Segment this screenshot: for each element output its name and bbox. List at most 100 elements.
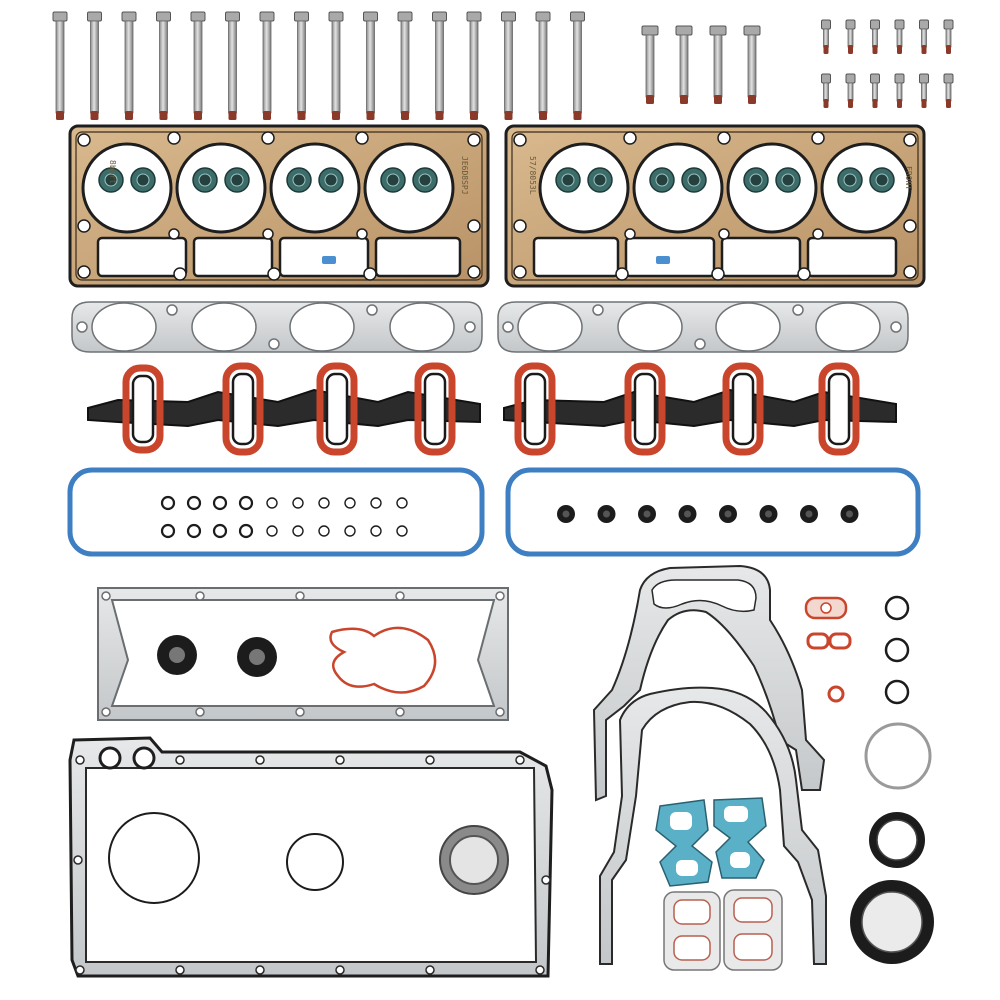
valve-stem-seal: [837, 167, 863, 193]
valve-cover-grommet: [800, 505, 818, 523]
egr-gasket: [804, 596, 848, 620]
head-bolt: [156, 11, 171, 120]
gasket-stamp-right: JE6D8SPJ: [460, 156, 469, 195]
head-bolt: [259, 11, 275, 120]
head-bolt: [432, 11, 447, 120]
bolt-small: [943, 73, 954, 108]
bolt-small: [894, 73, 905, 108]
valve-cover-grommet: [638, 505, 656, 523]
oring: [396, 525, 408, 537]
blue-tab-marker: [322, 256, 336, 264]
front-crank-seal: [850, 880, 934, 964]
rear-cover-gasket: [592, 564, 826, 802]
oring: [370, 497, 382, 509]
oring: [266, 525, 278, 537]
fuel-rail-orings: [806, 632, 852, 650]
valve-stem-seal: [555, 167, 581, 193]
oring: [396, 497, 408, 509]
head-bolt: [363, 11, 378, 120]
oil-pump-gasket: [329, 626, 437, 694]
bolt-small: [943, 19, 954, 54]
small-bolts-group: [821, 19, 954, 108]
oring: [266, 497, 278, 509]
head-bolt: [535, 11, 551, 120]
cam-seal-right: [237, 637, 277, 677]
valve-cover-gasket-left: [67, 467, 485, 557]
oring: [212, 523, 228, 539]
oring: [212, 495, 228, 511]
valve-stem-seal: [743, 167, 769, 193]
valve-cover-grommet: [678, 505, 697, 523]
head-bolt: [87, 11, 102, 120]
valve-cover-grommet: [719, 505, 737, 523]
head-bolt: [294, 11, 309, 120]
gasket-stamp-right: FRONT: [904, 166, 913, 190]
head-bolt-medium: [675, 25, 693, 104]
large-steel-ring: [864, 722, 932, 790]
head-bolt: [190, 11, 206, 120]
valve-cover-grommet: [597, 505, 616, 523]
bolt-small: [821, 19, 831, 54]
head-bolt: [397, 11, 413, 120]
valve-cover-grommets-right: [557, 505, 859, 523]
cam-seal-left: [157, 635, 197, 675]
oring: [186, 495, 202, 511]
head-bolt: [225, 11, 240, 120]
cylinder-head-gasket-right: 57/8053L FRONT: [504, 124, 926, 288]
rubber-orings-column: [884, 595, 910, 705]
long-head-bolts-group: [52, 11, 585, 120]
gasket-stamp-left: 57/8053L: [528, 156, 537, 195]
gasket-stamp-left: 8b0rt: [108, 160, 117, 184]
head-bolt-medium: [641, 25, 659, 104]
head-bolt-medium: [743, 25, 761, 104]
valve-stem-seal: [130, 167, 156, 193]
small-copper-washer: [827, 685, 845, 703]
bolt-small: [845, 19, 856, 54]
exhaust-manifold-gasket-left: [71, 301, 483, 353]
valve-stem-seal: [775, 167, 801, 193]
valve-cover-grommet: [840, 505, 859, 523]
oring: [238, 495, 254, 511]
intake-manifold-gasket-right: [503, 362, 897, 456]
valve-stem-seal: [286, 167, 312, 193]
medium-head-bolts-group: [641, 25, 761, 104]
spark-plug-orings-left: [160, 495, 408, 539]
valve-stem-seal: [412, 167, 438, 193]
head-bolt: [121, 11, 137, 120]
lifter-valley-gasket: [97, 587, 509, 721]
exhaust-manifold-gasket-right: [497, 301, 909, 353]
head-bolt: [52, 11, 68, 120]
valve-stem-seal: [869, 167, 895, 193]
thermostat-gasket-right: [723, 889, 783, 971]
oring: [318, 497, 330, 509]
valve-stem-seal: [649, 167, 675, 193]
bolt-small: [894, 19, 905, 54]
valve-cover-grommet: [759, 505, 778, 523]
oil-filter-adapter-seal: [98, 746, 156, 770]
cylinder-head-gasket-left: 8b0rt JE6D8SPJ: [68, 124, 490, 288]
head-bolt: [501, 11, 516, 120]
bolt-small: [870, 73, 880, 108]
oring: [160, 495, 176, 511]
valve-cover-grommet: [557, 505, 575, 523]
oring: [292, 497, 304, 509]
valve-stem-seal: [98, 167, 124, 193]
valve-stem-seal: [380, 167, 406, 193]
oil-pickup-oring-small: [286, 833, 344, 891]
valve-stem-seal: [224, 167, 250, 193]
oring: [318, 525, 330, 537]
oil-pan-gasket: [68, 736, 554, 978]
head-bolt: [466, 11, 482, 120]
water-pump-gasket-left: [655, 799, 713, 887]
bolt-small: [870, 19, 880, 54]
oring: [370, 525, 382, 537]
valve-stem-seal: [318, 167, 344, 193]
head-bolt-medium: [709, 25, 727, 104]
valve-cover-gasket-right: [505, 467, 921, 557]
bolt-small: [845, 73, 856, 108]
head-bolt: [570, 11, 585, 120]
oring: [186, 523, 202, 539]
oring: [238, 523, 254, 539]
valve-stem-seal: [192, 167, 218, 193]
